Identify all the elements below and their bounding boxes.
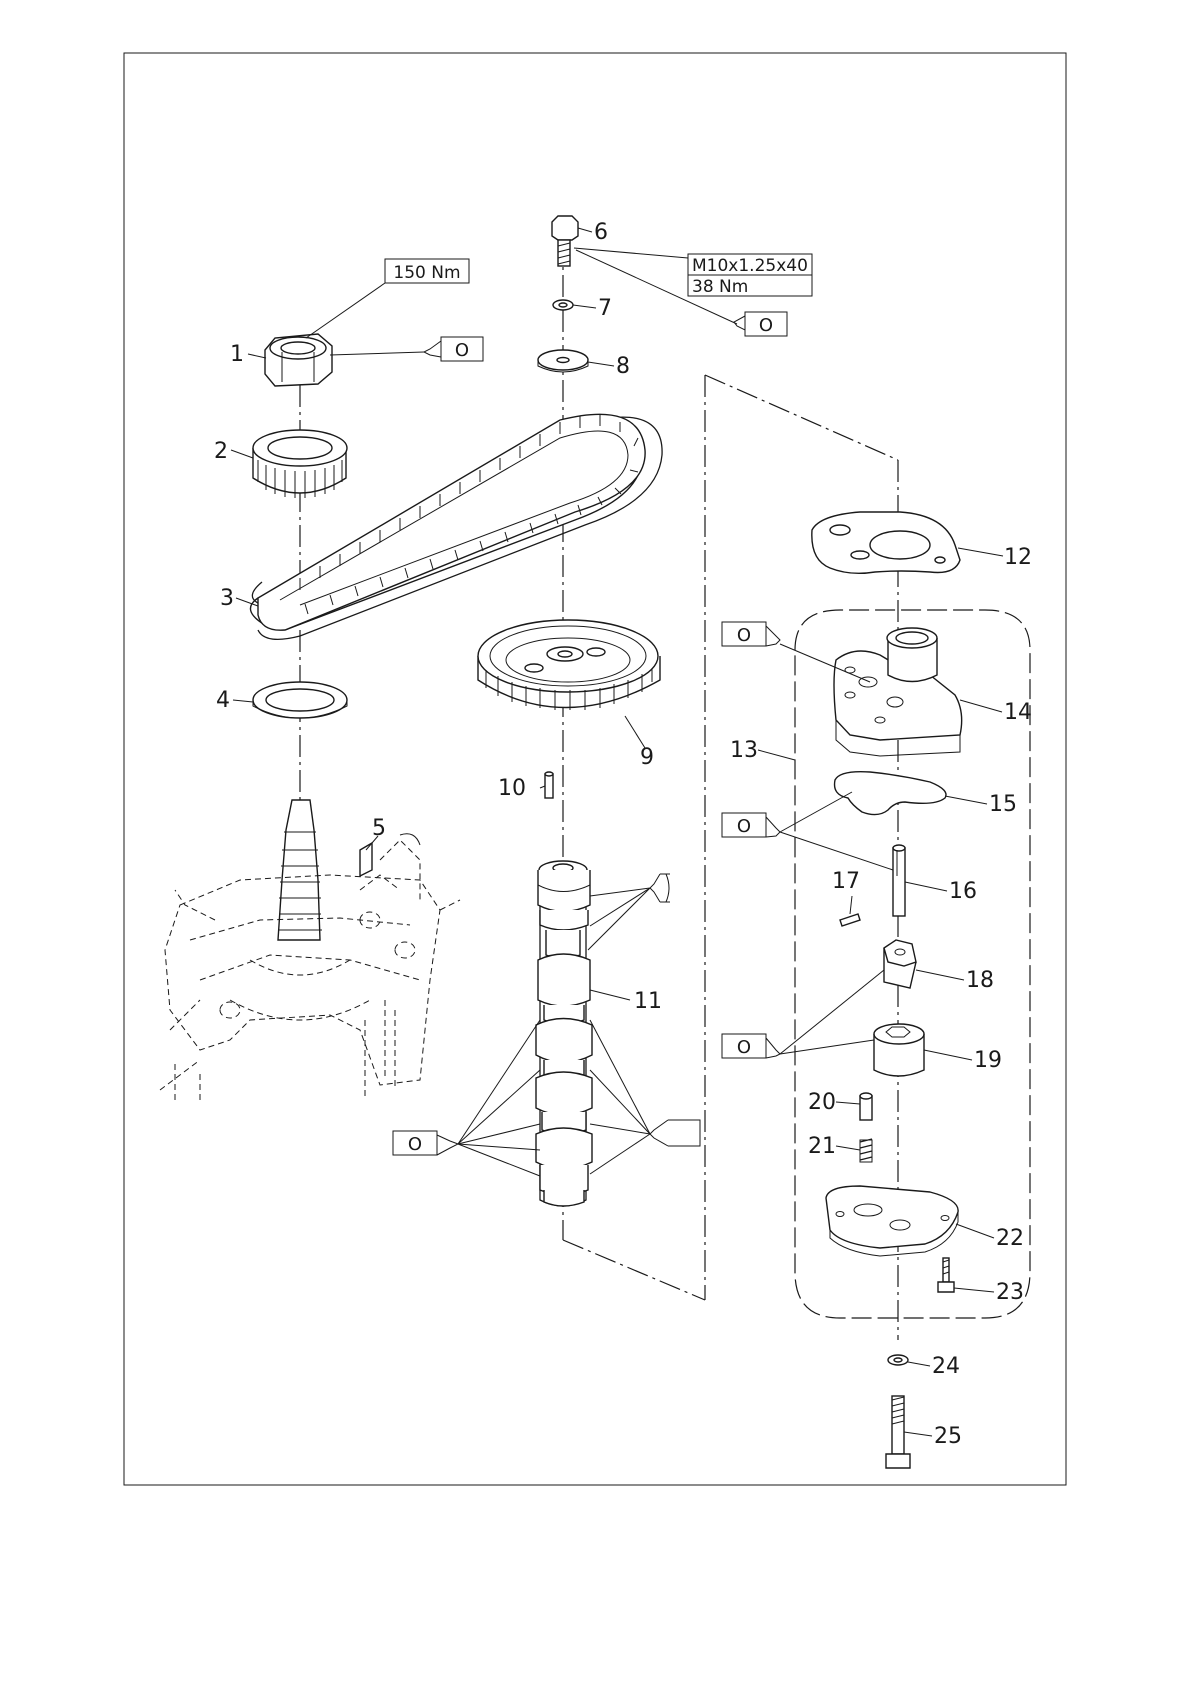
part-20-plunger: [860, 1093, 872, 1120]
label-11: 11: [634, 989, 662, 1014]
part-8-washer: [538, 350, 588, 372]
label-12: 12: [1004, 545, 1032, 570]
label-20: 20: [808, 1090, 836, 1115]
part-19-outer-rotor: [874, 1024, 924, 1076]
part-21-spring: [860, 1139, 872, 1162]
label-2: 2: [214, 439, 228, 464]
bolt-torque-value: 38 Nm: [692, 277, 748, 297]
oil-tag-5-label: O: [737, 1037, 751, 1058]
label-8: 8: [616, 354, 630, 379]
part-10-dowel-pin: [545, 772, 553, 798]
torque-nut-value: 150 Nm: [393, 263, 460, 283]
oil-tag-3: O: [722, 622, 780, 646]
leader-lines: [231, 228, 1003, 1436]
part-1-nut: [265, 334, 332, 386]
label-10: 10: [498, 776, 526, 801]
label-7: 7: [598, 296, 612, 321]
label-19: 19: [974, 1048, 1002, 1073]
oil-tag-6-label: O: [408, 1134, 422, 1155]
part-17-pin: [840, 914, 860, 926]
drawing-frame: [124, 53, 1066, 1485]
label-24: 24: [932, 1354, 960, 1379]
oil-tag-2: O: [734, 312, 787, 336]
oil-tag-1: O: [424, 337, 483, 361]
oil-tag-1-label: O: [455, 340, 469, 361]
part-24-washer: [888, 1355, 908, 1365]
label-25: 25: [934, 1424, 962, 1449]
phantom-link-bottom: [563, 1240, 705, 1300]
part-18-inner-rotor: [884, 940, 916, 988]
part-number-labels: 1 2 3 4 5 6 7 8 9 10 11 12 13 14 15 16 1…: [214, 220, 1032, 1449]
engine-block-phantom: [160, 800, 460, 1100]
oil-tag-5: O: [722, 1034, 780, 1058]
label-5: 5: [372, 816, 386, 841]
part-22-pump-cover: [826, 1186, 958, 1256]
label-21: 21: [808, 1134, 836, 1159]
label-14: 14: [1004, 700, 1032, 725]
part-11-camshaft: [536, 861, 592, 1206]
label-15: 15: [989, 792, 1017, 817]
part-7-washer: [553, 300, 573, 310]
label-23: 23: [996, 1280, 1024, 1305]
oil-tag-4: O: [722, 813, 780, 837]
part-5-key: [360, 843, 372, 876]
bolt-spec-value: M10x1.25x40: [692, 256, 808, 276]
part-23-screw: [938, 1258, 954, 1292]
part-9-cam-sprocket: [478, 620, 660, 710]
label-17: 17: [832, 869, 860, 894]
phantom-link-top: [705, 375, 898, 460]
oil-tag-6: O: [393, 1131, 458, 1155]
label-13: 13: [730, 738, 758, 763]
label-1: 1: [230, 342, 244, 367]
label-3: 3: [220, 586, 234, 611]
oil-tag-4-label: O: [737, 816, 751, 837]
label-16: 16: [949, 879, 977, 904]
part-15-gasket: [835, 772, 946, 815]
label-22: 22: [996, 1226, 1024, 1251]
bolt-spec-callout: M10x1.25x40 38 Nm: [688, 254, 812, 297]
part-14-pump-housing: [834, 628, 962, 756]
part-16-pump-shaft: [893, 845, 905, 916]
label-18: 18: [966, 968, 994, 993]
part-2-crank-sprocket: [253, 430, 347, 498]
oil-tag-2-label: O: [759, 315, 773, 336]
label-6: 6: [594, 220, 608, 245]
oil-tag-8: [650, 874, 670, 902]
oil-tag-3-label: O: [737, 625, 751, 646]
part-6-bolt: [552, 216, 578, 266]
part-4-thrust-washer: [253, 682, 347, 718]
oil-tag-7: [650, 1120, 700, 1146]
torque-callout-nut: 150 Nm: [385, 259, 469, 283]
label-9: 9: [640, 745, 654, 770]
label-4: 4: [216, 688, 230, 713]
part-12-gasket: [812, 512, 960, 573]
